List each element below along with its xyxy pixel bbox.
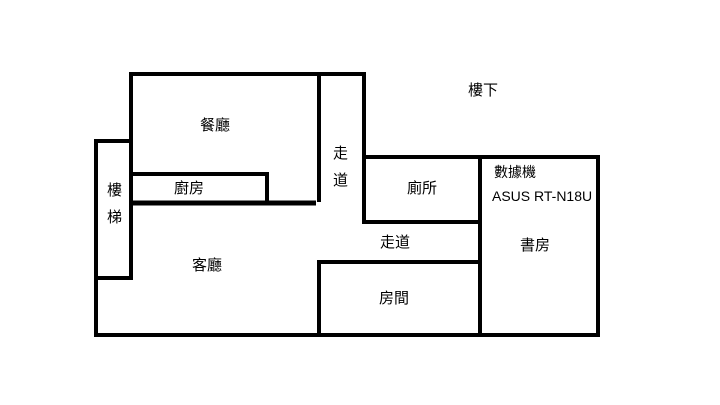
stairs-label-bottom: 梯 bbox=[107, 208, 122, 226]
floor-label: 樓下 bbox=[468, 81, 498, 99]
dining-room-wall bbox=[129, 72, 366, 224]
room-wall bbox=[317, 260, 482, 337]
room-label: 房間 bbox=[379, 289, 409, 307]
study-label: 書房 bbox=[520, 236, 550, 254]
hallway-vertical-label-top: 走 bbox=[333, 144, 348, 162]
kitchen-label: 廚房 bbox=[174, 179, 204, 197]
stairs-wall bbox=[94, 139, 133, 280]
stairs-label-top: 樓 bbox=[107, 181, 122, 199]
hallway-label: 走道 bbox=[380, 233, 410, 251]
dining-room-label: 餐廳 bbox=[200, 116, 230, 134]
modem-label: 數據機 bbox=[494, 165, 536, 181]
living-room-label: 客廳 bbox=[192, 256, 222, 274]
kitchen-wall bbox=[129, 172, 269, 203]
living-room-wall bbox=[94, 276, 321, 337]
toilet-label: 廁所 bbox=[407, 179, 437, 197]
router-model-label: ASUS RT-N18U bbox=[492, 188, 592, 204]
hallway-vertical-label-bottom: 道 bbox=[333, 171, 348, 189]
study-wall bbox=[478, 155, 600, 337]
walls bbox=[94, 72, 600, 337]
